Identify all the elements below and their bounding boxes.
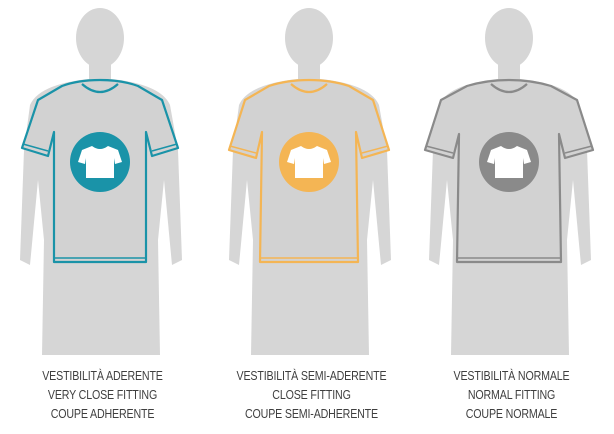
caption-line-it: VESTIBILITÀ SEMI-ADERENTE — [227, 366, 395, 385]
caption-line-fr: COUPE SEMI-ADHERENTE — [227, 404, 395, 423]
caption-line-en: VERY CLOSE FITTING — [18, 385, 186, 404]
mannequin-illustration — [209, 0, 414, 355]
mannequin-illustration — [409, 0, 614, 355]
fit-caption: VESTIBILITÀ NORMALE NORMAL FITTING COUPE… — [427, 366, 595, 423]
caption-line-en: CLOSE FITTING — [227, 385, 395, 404]
fit-figure-very-close: VESTIBILITÀ ADERENTE VERY CLOSE FITTING … — [0, 0, 205, 434]
caption-line-fr: COUPE NORMALE — [427, 404, 595, 423]
caption-line-it: VESTIBILITÀ NORMALE — [427, 366, 595, 385]
fit-figure-close: VESTIBILITÀ SEMI-ADERENTE CLOSE FITTING … — [209, 0, 414, 434]
caption-line-it: VESTIBILITÀ ADERENTE — [18, 366, 186, 385]
mannequin-illustration — [0, 0, 205, 355]
fit-caption: VESTIBILITÀ ADERENTE VERY CLOSE FITTING … — [18, 366, 186, 423]
caption-line-fr: COUPE ADHERENTE — [18, 404, 186, 423]
fit-figure-normal: VESTIBILITÀ NORMALE NORMAL FITTING COUPE… — [409, 0, 614, 434]
fit-caption: VESTIBILITÀ SEMI-ADERENTE CLOSE FITTING … — [227, 366, 395, 423]
caption-line-en: NORMAL FITTING — [427, 385, 595, 404]
